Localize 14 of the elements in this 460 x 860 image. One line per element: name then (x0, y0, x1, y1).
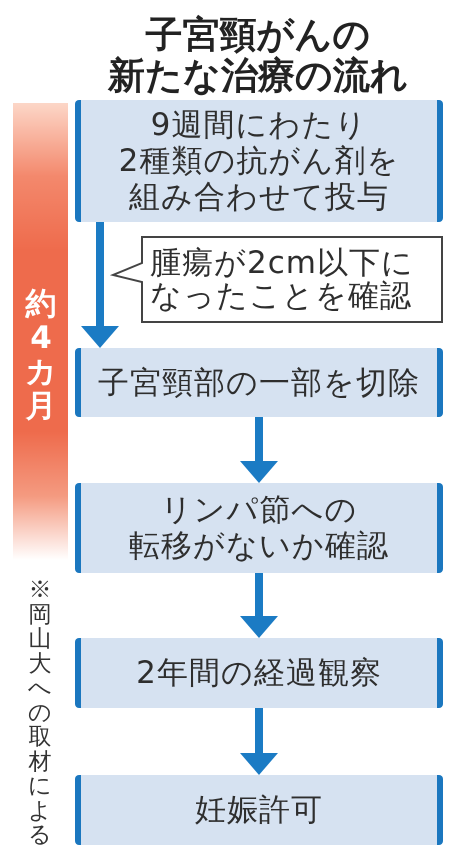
arrow (240, 708, 278, 775)
process-box: 9週間にわたり2種類の抗がん剤を組み合わせて投与 (75, 100, 443, 222)
process-box: 2年間の経過観察 (75, 638, 443, 708)
process-box: リンパ節への転移がないか確認 (75, 483, 443, 573)
process-box: 妊娠許可 (75, 775, 443, 845)
arrow (240, 573, 278, 638)
title: 子宮頸がんの新たな治療の流れ (106, 14, 409, 96)
arrow (81, 222, 119, 348)
callout-bubble: 腫瘍が2cm以下になったことを確認 (110, 236, 443, 323)
duration-band (13, 103, 68, 560)
arrow (240, 417, 278, 483)
duration-label: 約4カ月 (25, 287, 57, 423)
source-note: ※岡山大への取材による (28, 578, 52, 848)
process-box: 子宮頸部の一部を切除 (75, 348, 443, 417)
